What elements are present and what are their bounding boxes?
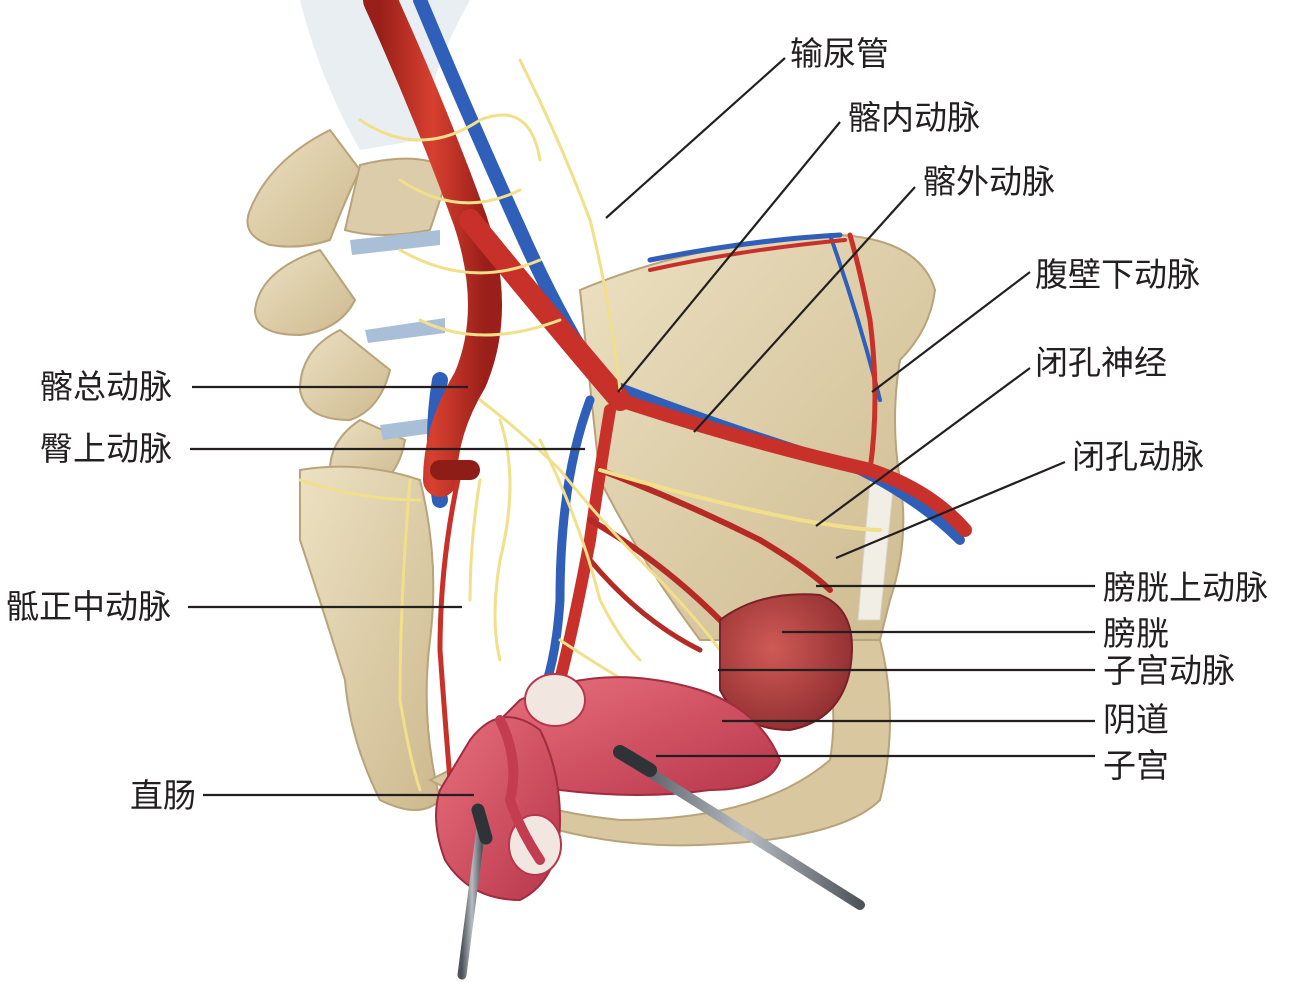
- label-bladder: 膀胱: [1103, 614, 1169, 653]
- label-obturator-nerve: 闭孔神经: [1035, 343, 1167, 382]
- label-ureter: 输尿管: [790, 34, 889, 73]
- label-rectum: 直肠: [130, 776, 196, 815]
- label-inferior-epigastric-artery: 腹壁下动脉: [1035, 255, 1200, 294]
- leader-lines: [188, 57, 1095, 797]
- label-common-iliac-artery: 髂总动脉: [40, 367, 172, 406]
- surgical-instruments: [457, 745, 865, 980]
- background-tissue: [300, 0, 470, 150]
- label-median-sacral-artery: 骶正中动脉: [6, 587, 171, 626]
- leader-inferior-epigastric-artery: [871, 271, 1031, 393]
- rectum-organ: [435, 715, 562, 902]
- label-uterine-artery: 子宫动脉: [1103, 651, 1235, 690]
- label-obturator-artery: 闭孔动脉: [1072, 437, 1204, 476]
- leader-internal-iliac-artery: [617, 121, 841, 393]
- leader-obturator-artery: [835, 460, 1066, 560]
- leader-external-iliac-artery: [693, 186, 916, 433]
- label-superior-gluteal-artery: 臀上动脉: [40, 429, 172, 468]
- label-superior-vesical-artery: 膀胱上动脉: [1103, 568, 1268, 607]
- label-uterus: 子宫: [1103, 746, 1169, 785]
- label-external-iliac-artery: 髂外动脉: [923, 162, 1055, 201]
- spine-vertebrae: [246, 128, 455, 487]
- label-internal-iliac-artery: 髂内动脉: [848, 98, 980, 137]
- leader-obturator-nerve: [815, 367, 1031, 527]
- label-vagina: 阴道: [1103, 700, 1169, 739]
- leader-ureter: [605, 57, 786, 219]
